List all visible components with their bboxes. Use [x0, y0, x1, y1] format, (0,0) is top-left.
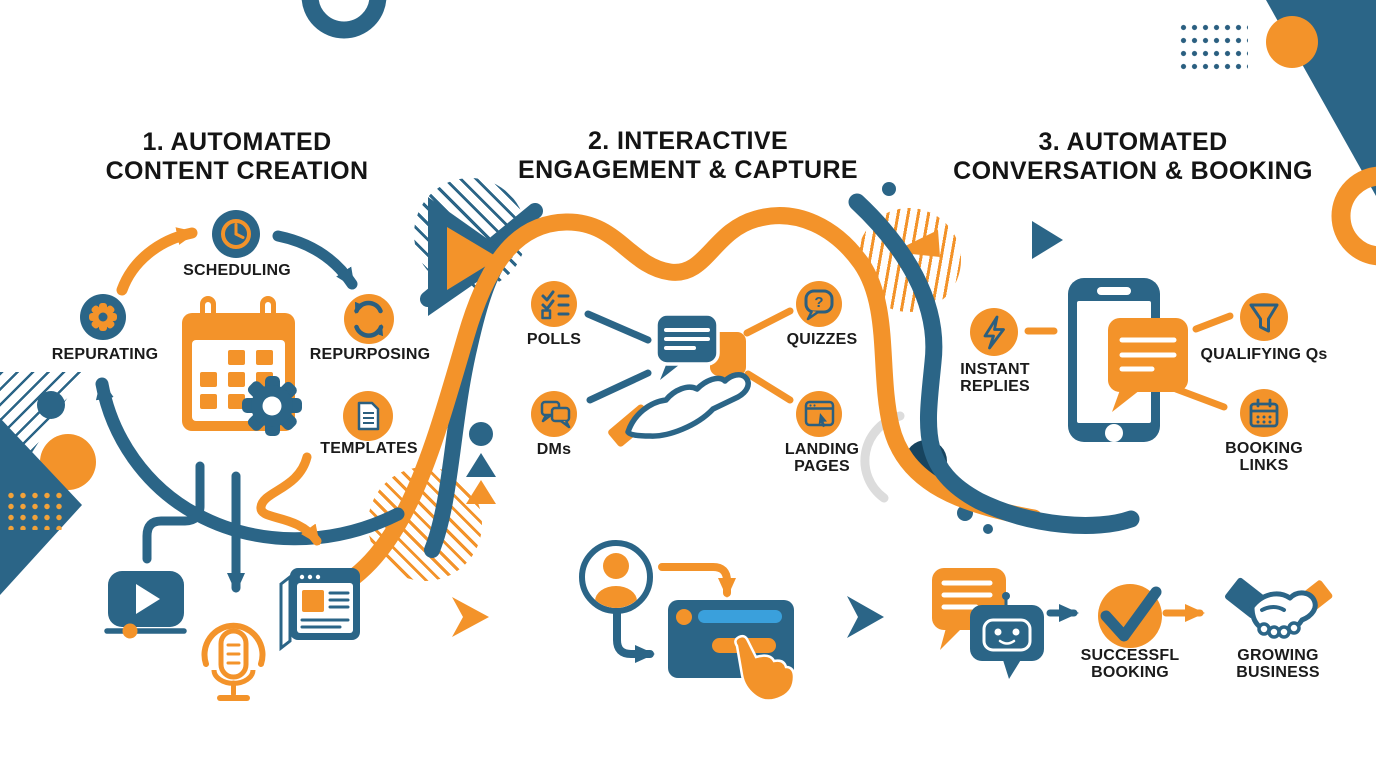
label-growing-business: GROWING BUSINESS — [1236, 647, 1320, 681]
signup-form-icon — [668, 600, 796, 702]
section3-title: 3. AUTOMATED CONVERSATION & BOOKING — [953, 128, 1313, 185]
open-hand — [625, 371, 751, 439]
hand-chat-bubbles-icon — [605, 312, 751, 450]
polls-checklist-icon — [531, 281, 577, 327]
podcast-mic-icon — [201, 622, 266, 701]
label-instant-replies: INSTANT REPLIES — [960, 361, 1030, 395]
engagement-connectors — [584, 307, 794, 404]
capture-flow-arrows — [613, 563, 736, 663]
quiz-question-bubble-icon: ? — [796, 281, 842, 327]
ring-topleft-decor — [301, 0, 387, 39]
section1-title: 1. AUTOMATED CONTENT CREATION — [105, 128, 369, 185]
label-qualifying-qs: QUALIFYING Qs — [1200, 346, 1328, 363]
triangle-cluster-mid-decor — [420, 197, 543, 504]
label-polls: POLLS — [526, 331, 582, 348]
label-repurating: REPURATING — [51, 346, 159, 363]
tap-cursor-icon — [734, 634, 796, 702]
section2-title: 2. INTERACTIVE ENGAGEMENT & CAPTURE — [518, 127, 858, 184]
landing-page-browser-icon — [796, 391, 842, 437]
ring-right-decor — [1331, 166, 1376, 266]
chevron-orange — [452, 597, 489, 637]
calendar-gear-icon — [182, 296, 302, 436]
label-scheduling: SCHEDULING — [183, 262, 291, 279]
label-repurposing: REPURPOSING — [309, 346, 431, 363]
content-output-connectors — [142, 452, 322, 593]
cursor-arrow-glyph — [818, 413, 827, 428]
label-landing-pages: LANDING PAGES — [784, 441, 860, 475]
label-dms: DMs — [536, 441, 572, 458]
sync-arrows-icon — [344, 294, 394, 344]
user-avatar-icon — [579, 540, 653, 614]
label-templates: TEMPLATES — [320, 440, 418, 457]
document-icon — [343, 391, 393, 441]
handshake-icon — [1225, 577, 1333, 639]
chatbot-icon — [932, 568, 1044, 679]
booking-calendar-icon — [1240, 389, 1288, 437]
triangle-topright-decor — [1266, 0, 1376, 196]
label-booking-links: BOOKING LINKS — [1225, 440, 1303, 474]
shapes-right-mid-decor — [860, 182, 1063, 534]
question-mark-glyph: ? — [814, 294, 823, 311]
label-successful-booking: SUCCESSFL BOOKING — [1080, 647, 1180, 681]
dot-grid-left-decor — [5, 490, 63, 530]
label-quizzes: QUIZZES — [786, 331, 858, 348]
lightning-bolt-icon — [970, 308, 1018, 356]
dms-chat-icon — [531, 391, 577, 437]
phone-chat-icon — [1068, 278, 1188, 442]
video-player-icon — [104, 571, 187, 639]
chevron-blue — [847, 596, 884, 638]
gear-icon — [80, 294, 126, 340]
dot-grid-topright-decor — [1178, 21, 1248, 73]
funnel-filter-icon — [1240, 293, 1288, 341]
newsletter-icon — [279, 568, 360, 652]
flow-wave-strokes — [321, 193, 1140, 601]
conversation-connectors — [1024, 312, 1234, 411]
clock-icon — [212, 210, 260, 258]
check-circle-icon — [1098, 584, 1162, 648]
